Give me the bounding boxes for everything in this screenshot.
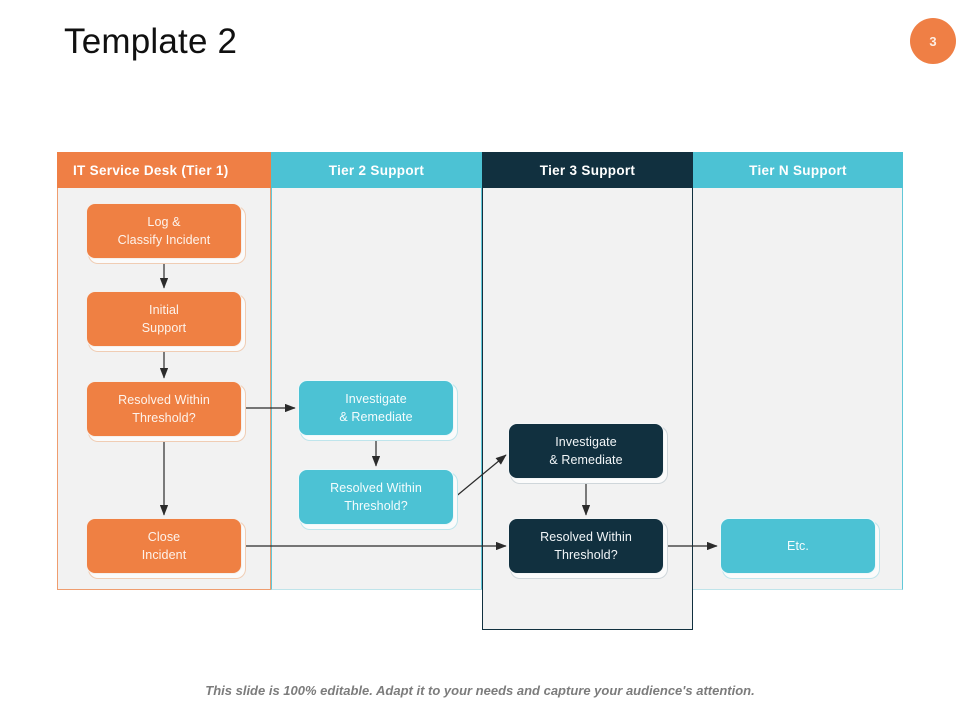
page-title: Template 2 bbox=[64, 22, 238, 61]
arrow-resolved2-to-investigate3 bbox=[453, 454, 507, 499]
swimlane-header-tier-3-support: Tier 3 Support bbox=[482, 152, 693, 188]
node-initial-support-label: Initial Support bbox=[141, 302, 187, 335]
node-close-incident[interactable]: Close Incident bbox=[86, 518, 242, 574]
node-initial-support[interactable]: Initial Support bbox=[86, 291, 242, 347]
connector-layer bbox=[159, 262, 718, 551]
node-log-classify-incident-label: Log & Classify Incident bbox=[117, 214, 211, 247]
node-resolved-within-threshold-tier1[interactable]: Resolved Within Threshold? bbox=[86, 381, 242, 437]
node-log-classify-incident[interactable]: Log & Classify Incident bbox=[86, 203, 242, 259]
node-resolved-within-threshold-tier2-label: Resolved Within Threshold? bbox=[330, 480, 422, 513]
swimlane-diagram: IT Service Desk (Tier 1) Tier 2 Support … bbox=[57, 152, 903, 630]
swimlane-header-tier-2-support: Tier 2 Support bbox=[271, 152, 482, 188]
node-close-incident-label: Close Incident bbox=[141, 529, 187, 562]
slide-number-badge: 3 bbox=[910, 18, 956, 64]
slide-number-text: 3 bbox=[929, 33, 937, 49]
node-resolved-within-threshold-tier3-label: Resolved Within Threshold? bbox=[540, 529, 632, 562]
node-investigate-remediate-tier2[interactable]: Investigate & Remediate bbox=[298, 380, 454, 436]
footer-note: This slide is 100% editable. Adapt it to… bbox=[205, 683, 755, 698]
node-investigate-remediate-tier2-label: Investigate & Remediate bbox=[339, 391, 413, 424]
swimlane-header-it-service-desk: IT Service Desk (Tier 1) bbox=[57, 152, 271, 188]
node-resolved-within-threshold-tier3[interactable]: Resolved Within Threshold? bbox=[508, 518, 664, 574]
node-etc[interactable]: Etc. bbox=[720, 518, 876, 574]
swimlane-header-tier-n-support: Tier N Support bbox=[693, 152, 903, 188]
node-investigate-remediate-tier3[interactable]: Investigate & Remediate bbox=[508, 423, 664, 479]
node-investigate-remediate-tier3-label: Investigate & Remediate bbox=[549, 434, 623, 467]
node-resolved-within-threshold-tier1-label: Resolved Within Threshold? bbox=[118, 392, 210, 425]
node-etc-label: Etc. bbox=[787, 538, 809, 553]
node-resolved-within-threshold-tier2[interactable]: Resolved Within Threshold? bbox=[298, 469, 454, 525]
